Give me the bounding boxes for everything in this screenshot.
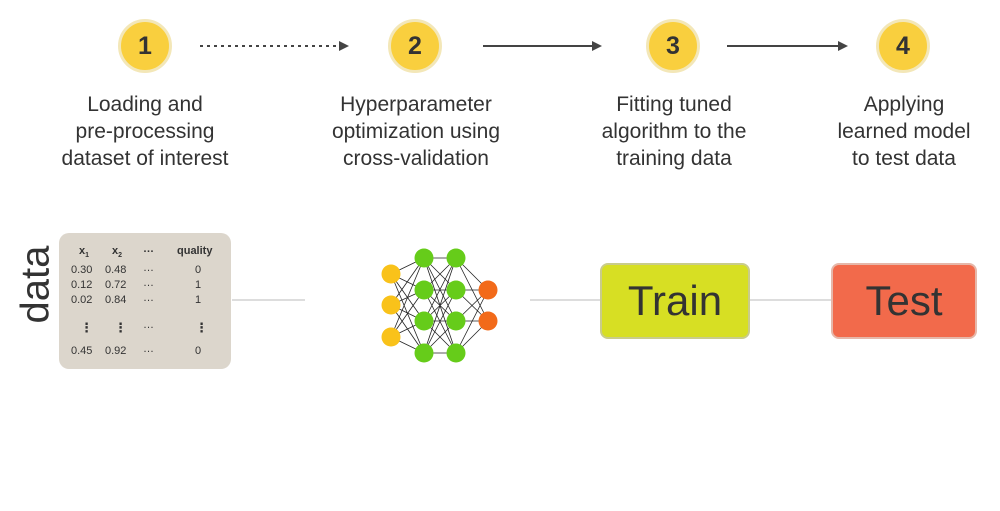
step-4-line-1: Applying: [863, 93, 945, 116]
table-cell: ⋮: [195, 320, 208, 335]
table-cell: …: [143, 277, 154, 289]
header-x1: x1: [79, 245, 89, 259]
header-x1-subscript: 1: [85, 252, 90, 260]
nn-hidden-node: [414, 311, 434, 331]
data-table: x1 x2 … quality 0.30 0.48 … 0 0.12 0.72 …: [59, 233, 231, 369]
table-cell: …: [143, 292, 154, 304]
nn-input-node: [381, 264, 401, 284]
step-3-line-2: algorithm to the: [601, 120, 747, 143]
nn-connection: [390, 257, 425, 306]
table-cell: ⋮: [114, 320, 127, 335]
table-cell: 0.84: [105, 294, 127, 306]
nn-hidden-node: [414, 280, 434, 300]
nn-input-node: [381, 295, 401, 315]
step-3-line-3: training data: [616, 147, 732, 170]
table-cell: 0.48: [105, 264, 127, 276]
table-cell: 0.30: [71, 264, 93, 276]
step-3-line-1: Fitting tuned: [616, 93, 732, 116]
nn-output-node: [478, 311, 498, 331]
step-3-circle: 3: [646, 19, 700, 73]
step-1-circle: 1: [118, 19, 172, 73]
neural-network-icon: [381, 248, 498, 363]
header-x2: x2: [112, 245, 122, 259]
data-label: data: [13, 245, 58, 324]
table-cell: 0.45: [71, 345, 93, 357]
test-box: Test: [831, 263, 977, 339]
header-quality: quality: [177, 245, 213, 257]
step-2-line-1: Hyperparameter: [340, 93, 492, 116]
table-cell: 0.12: [71, 279, 93, 291]
table-cell: 0: [195, 264, 202, 276]
table-cell: 0.72: [105, 279, 127, 291]
table-cell: 0.02: [71, 294, 93, 306]
step-1-line-2: pre-processing: [75, 120, 215, 143]
table-cell: ⋮: [80, 320, 93, 335]
table-cell: 1: [195, 279, 202, 291]
header-x2-label: x: [112, 245, 119, 257]
table-cell: 1: [195, 294, 202, 306]
step-4-circle: 4: [876, 19, 930, 73]
step-4-description: Applying learned model to test data: [789, 91, 1000, 172]
nn-hidden-node: [414, 343, 434, 363]
nn-connection: [390, 257, 425, 338]
nn-hidden-node: [446, 280, 466, 300]
nn-connection: [423, 257, 457, 354]
header-ellipsis: …: [143, 243, 154, 255]
nn-connection: [390, 289, 425, 338]
nn-hidden-node: [446, 343, 466, 363]
step-1-line-1: Loading and: [87, 93, 203, 116]
step-2-circle: 2: [388, 19, 442, 73]
header-x2-subscript: 2: [118, 252, 123, 260]
table-cell: 0.92: [105, 345, 127, 357]
nn-connection: [455, 289, 489, 354]
nn-input-node: [381, 327, 401, 347]
table-cell: 0: [195, 345, 202, 357]
step-2-line-3: cross-validation: [343, 147, 489, 170]
nn-hidden-node: [446, 248, 466, 268]
step-4-line-3: to test data: [852, 147, 956, 170]
step-1-line-3: dataset of interest: [61, 147, 229, 170]
header-x1-label: x: [79, 245, 86, 257]
nn-output-node: [478, 280, 498, 300]
step-2-line-2: optimization using: [331, 120, 501, 143]
step-2-description: Hyperparameter optimization using cross-…: [301, 91, 531, 172]
nn-connection: [455, 257, 489, 322]
step-4-line-2: learned model: [837, 120, 971, 143]
nn-connection: [423, 257, 457, 322]
table-cell: …: [143, 319, 154, 331]
step-3-description: Fitting tuned algorithm to the training …: [559, 91, 789, 172]
table-cell: …: [143, 343, 154, 355]
step-1-description: Loading and pre-processing dataset of in…: [30, 91, 260, 172]
table-cell: …: [143, 262, 154, 274]
nn-connection: [423, 289, 457, 354]
train-box: Train: [600, 263, 750, 339]
nn-hidden-node: [414, 248, 434, 268]
nn-hidden-node: [446, 311, 466, 331]
